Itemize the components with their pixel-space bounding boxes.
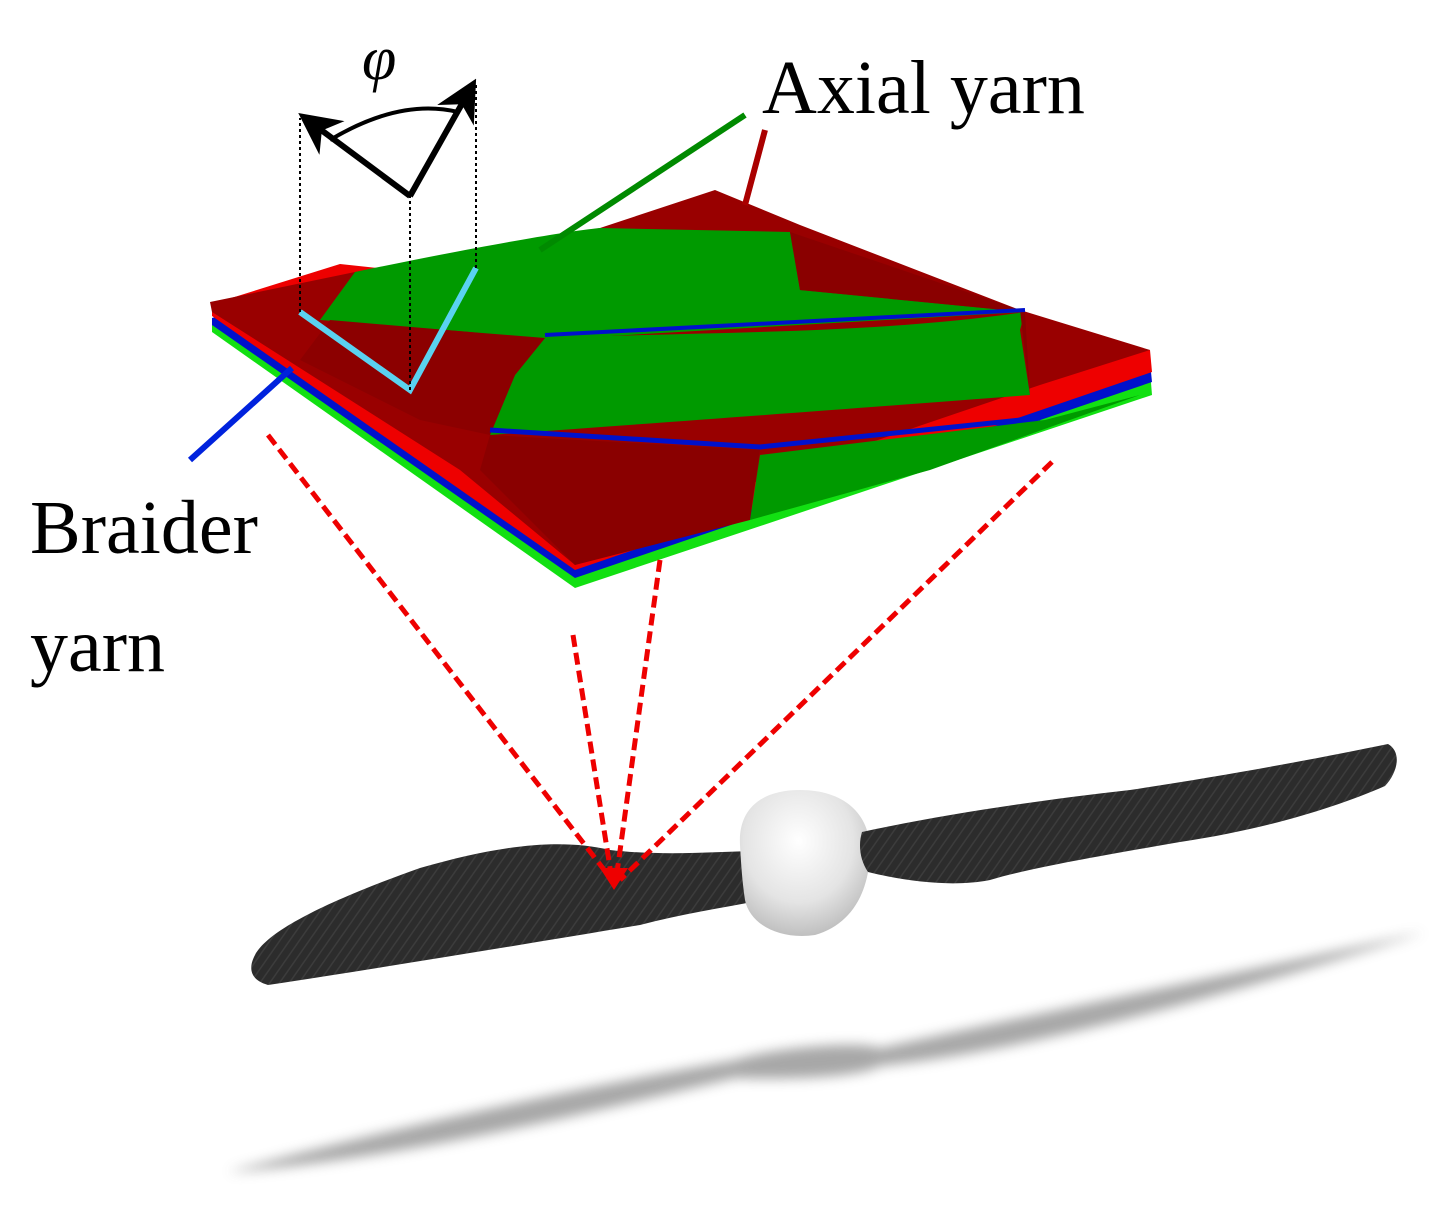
angle-vector-left — [298, 112, 412, 199]
zoom-line-3 — [613, 559, 663, 881]
propeller — [251, 744, 1397, 985]
zoom-line-2 — [570, 634, 615, 881]
braider-yarn-seam-1 — [489, 415, 1041, 450]
propeller-blade-left — [251, 844, 800, 985]
zoom-lines — [266, 433, 1054, 882]
propeller-blade-right — [860, 744, 1397, 884]
axial-yarn-label: Axial yarn — [762, 46, 1085, 130]
zoom-line-4 — [618, 460, 1054, 882]
angle-vector-right — [407, 78, 477, 198]
axial-yarn-band-lower-right — [750, 395, 1140, 520]
braider-yarn-seam-2 — [544, 308, 1026, 337]
braider-yarn-band-1 — [300, 320, 545, 435]
propeller-shadow — [228, 932, 1425, 1172]
braider-yarn-label-line1: Braider — [30, 486, 258, 570]
propeller-hub — [739, 790, 871, 936]
braider-yarn-label: Braider yarn — [30, 470, 350, 706]
zoom-line-1 — [266, 433, 614, 882]
braider-yarn-label-line2: yarn — [30, 603, 166, 688]
zoom-focus-arrowhead — [600, 868, 628, 890]
axial-yarn-leader-red — [742, 129, 768, 206]
braided-unit-cell — [210, 190, 1152, 588]
axial-yarn-band-upper — [320, 228, 1025, 340]
braider-yarn-band-2 — [480, 435, 760, 565]
braider-yarn-leader — [187, 365, 295, 463]
braider-yarn-band-3 — [790, 232, 1030, 395]
axial-yarn-band-middle — [490, 312, 1030, 435]
braid-angle-construction — [298, 78, 479, 395]
braid-angle-symbol: φ — [362, 25, 397, 93]
axial-yarn-leader-green — [538, 112, 747, 253]
angle-arc — [328, 106, 459, 142]
